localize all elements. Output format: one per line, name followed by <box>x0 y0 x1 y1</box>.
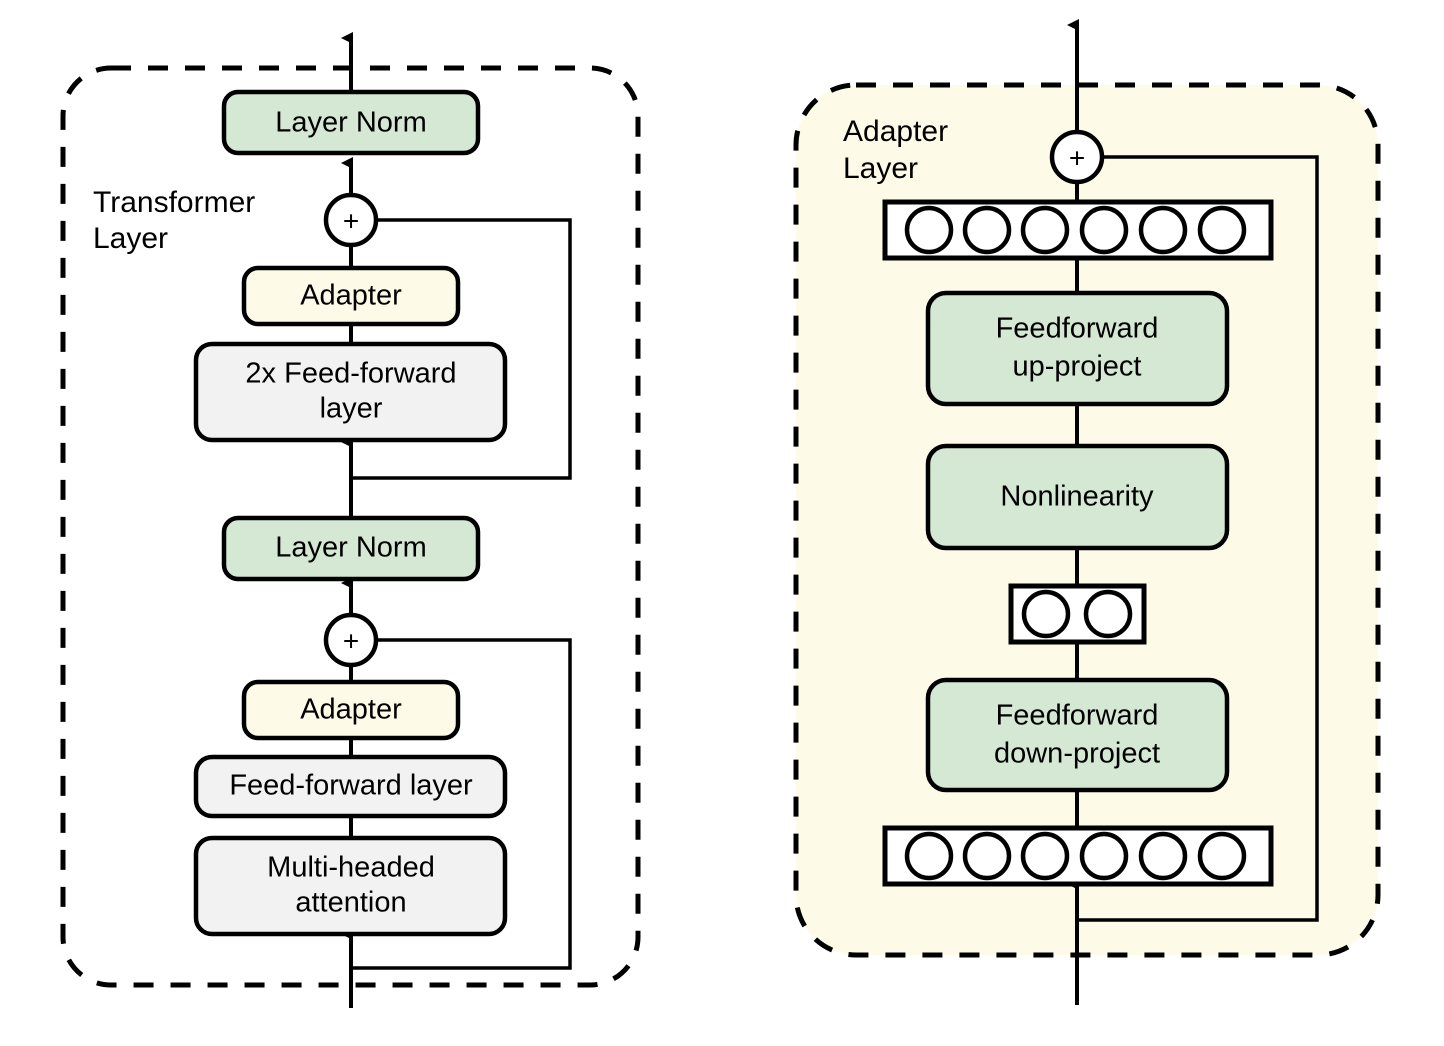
node-feed-forward-layer-label: Feed-forward layer <box>229 770 473 802</box>
adapter-layer-title-line1: Adapter <box>843 115 948 148</box>
node-nonlinearity-label: Nonlinearity <box>1000 481 1154 513</box>
node-add-adapter[interactable]: + <box>1049 129 1105 185</box>
transformer-layer-title-line1: Transformer <box>93 186 255 219</box>
panel-transformer-layer: Transformer Layer Layer Norm <box>60 32 641 1008</box>
node-add-top-label: + <box>343 206 359 237</box>
node-add-bottom[interactable]: + <box>323 612 379 668</box>
node-feedforward-down-project[interactable]: Feedforward down-project <box>925 677 1230 793</box>
node-output-units[interactable] <box>882 199 1274 261</box>
node-adapter-bottom[interactable]: Adapter <box>241 679 461 741</box>
panel-adapter-layer: Adapter Layer + <box>793 19 1381 1005</box>
node-layer-norm-bottom-label: Layer Norm <box>275 532 427 564</box>
node-add-top[interactable]: + <box>323 192 379 248</box>
node-add-adapter-label: + <box>1069 143 1085 174</box>
node-adapter-top[interactable]: Adapter <box>241 265 461 327</box>
node-layer-norm-top[interactable]: Layer Norm <box>221 89 481 156</box>
node-nonlinearity[interactable]: Nonlinearity <box>925 443 1230 551</box>
node-feedforward-up-project-line1: Feedforward <box>996 313 1159 345</box>
node-feedforward-up-project-line2: up-project <box>1013 351 1142 383</box>
edge-skip-bottom <box>351 638 572 970</box>
node-input-units[interactable] <box>882 825 1274 887</box>
node-feed-forward-2x-line2: layer <box>320 393 383 425</box>
node-adapter-top-label: Adapter <box>300 280 402 312</box>
edge-adapter-skip <box>1077 155 1319 922</box>
node-multi-headed-attention[interactable]: Multi-headed attention <box>193 835 508 937</box>
edge-skip-top <box>351 218 572 480</box>
adapter-layer-title-line2: Layer <box>843 152 918 185</box>
node-feedforward-down-project-line2: down-project <box>994 738 1160 770</box>
node-feed-forward-2x[interactable]: 2x Feed-forward layer <box>193 341 508 443</box>
node-multi-headed-attention-line2: attention <box>295 887 406 919</box>
node-add-bottom-label: + <box>343 626 359 657</box>
node-feedforward-up-project[interactable]: Feedforward up-project <box>925 290 1230 407</box>
node-feedforward-down-project-line1: Feedforward <box>996 700 1159 732</box>
node-adapter-bottom-label: Adapter <box>300 694 402 726</box>
node-feed-forward-layer[interactable]: Feed-forward layer <box>193 754 508 819</box>
node-layer-norm-top-label: Layer Norm <box>275 107 427 139</box>
transformer-layer-title-line2: Layer <box>93 222 168 255</box>
node-bottleneck-units[interactable] <box>1008 583 1147 645</box>
node-feed-forward-2x-line1: 2x Feed-forward <box>245 358 456 390</box>
node-layer-norm-bottom[interactable]: Layer Norm <box>221 515 481 582</box>
node-multi-headed-attention-line1: Multi-headed <box>267 852 435 884</box>
